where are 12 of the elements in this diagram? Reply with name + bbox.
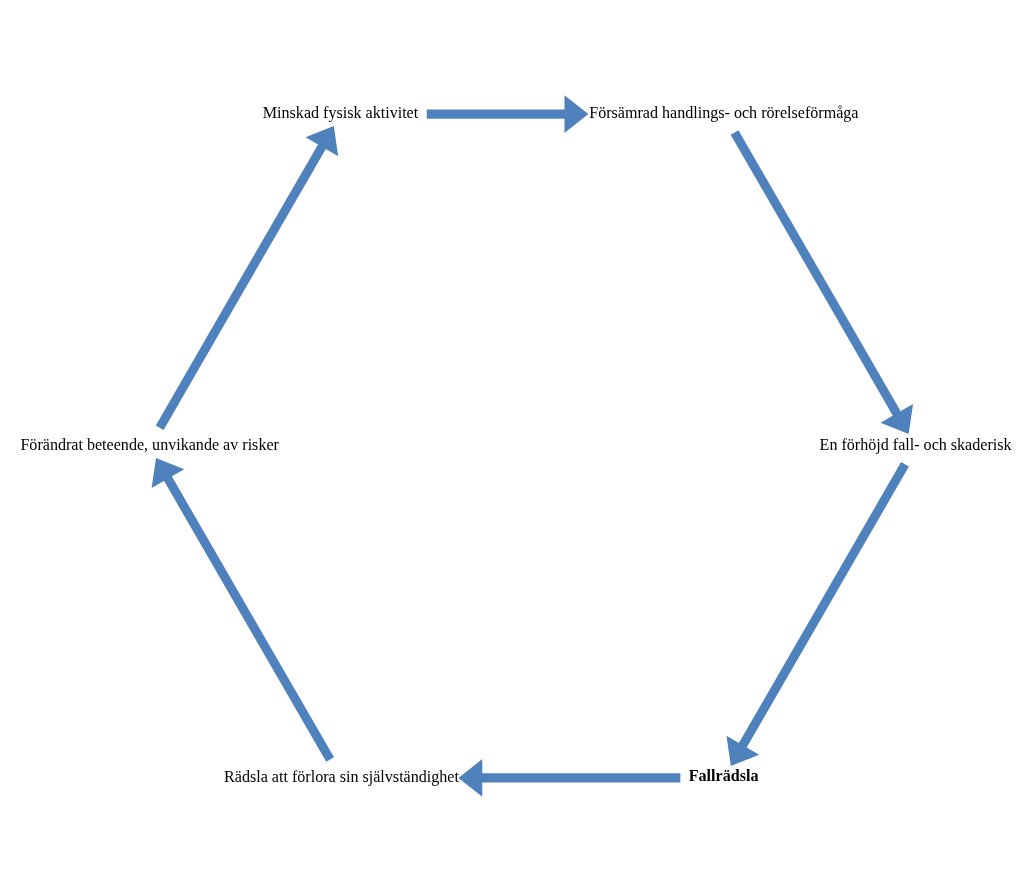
arrow: [730, 130, 913, 435]
node-text: Minskad fysisk aktivitet: [262, 103, 419, 121]
arrow: [151, 457, 335, 762]
arrow: [155, 126, 339, 430]
node-text: Rädsla att förlora sin självständighet: [224, 767, 459, 785]
arrow: [426, 95, 589, 133]
node-text: Fallrädsla: [688, 766, 759, 784]
node-text: Försämrad handlings- och rörelseförmåga: [589, 103, 859, 121]
arrow: [726, 462, 909, 766]
arrow: [458, 759, 681, 797]
node-text: En förhöjd fall- och skaderisk: [819, 435, 1012, 453]
node-text: Förändrat beteende, unvikande av risker: [20, 435, 279, 453]
